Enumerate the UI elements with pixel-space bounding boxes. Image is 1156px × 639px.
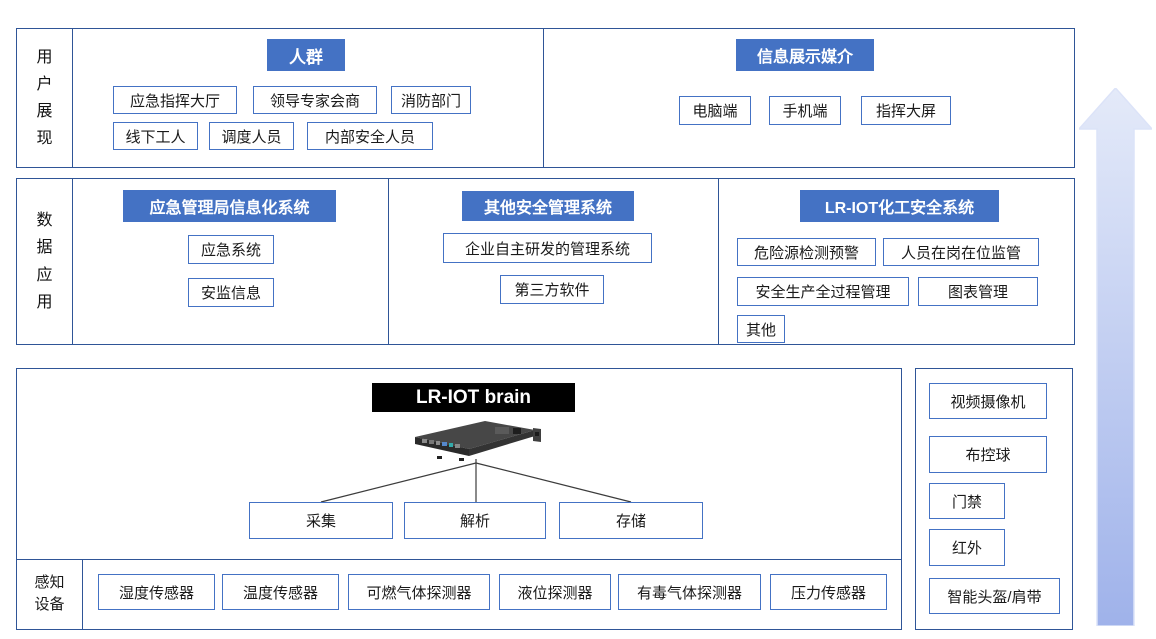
section-user-display: 用户展现 人群 应急指挥大厅 领导专家会商 消防部门 线下工人 调度人员 内部安… [16, 28, 1075, 168]
col2-header: 其他安全管理系统 [462, 191, 634, 221]
server-image-icon [415, 421, 541, 461]
node-offline-workers: 线下工人 [113, 122, 198, 150]
section-label-text: 用户展现 [36, 48, 53, 148]
connector-lines [320, 459, 632, 503]
node-temperature-sensor: 温度传感器 [222, 574, 339, 610]
node-pc-client: 电脑端 [679, 96, 751, 125]
node-command-big-screen: 指挥大屏 [861, 96, 951, 125]
node-internal-safety-staff: 内部安全人员 [307, 122, 433, 150]
section-devices: 视频摄像机 布控球 门禁 红外 智能头盔/肩带 [915, 368, 1073, 630]
node-surveillance-ball: 布控球 [929, 436, 1047, 473]
sensing-devices-label: 感知设备 [17, 559, 83, 629]
node-chart-management: 图表管理 [918, 277, 1038, 306]
node-store: 存储 [559, 502, 703, 539]
node-third-party-software: 第三方软件 [500, 275, 604, 304]
section-label-text: 数据应用 [36, 212, 53, 311]
node-emergency-system: 应急系统 [188, 235, 274, 264]
node-emergency-command-hall: 应急指挥大厅 [113, 86, 237, 114]
brain-title: LR-IOT brain [372, 383, 575, 412]
divider-col1-col2 [388, 179, 389, 344]
node-personnel-on-duty-monitor: 人员在岗在位监管 [883, 238, 1039, 266]
node-mobile-client: 手机端 [769, 96, 841, 125]
col1-header: 应急管理局信息化系统 [123, 190, 336, 222]
node-liquid-level-detector: 液位探测器 [499, 574, 611, 610]
section-label-user-display: 用户展现 [17, 29, 73, 167]
node-video-camera: 视频摄像机 [929, 383, 1047, 419]
node-infrared: 红外 [929, 529, 1005, 566]
node-other: 其他 [737, 315, 785, 343]
node-pressure-sensor: 压力传感器 [770, 574, 887, 610]
node-dispatchers: 调度人员 [209, 122, 294, 150]
col3-header: LR-IOT化工安全系统 [800, 190, 999, 222]
node-smart-helmet-shoulder: 智能头盔/肩带 [929, 578, 1060, 614]
divider-col2-col3 [718, 179, 719, 344]
sensing-devices-label-text: 感知设备 [34, 574, 65, 613]
node-collect: 采集 [249, 502, 393, 539]
node-parse: 解析 [404, 502, 546, 539]
divider-crowd-media [543, 29, 544, 167]
node-toxic-gas-detector: 有毒气体探测器 [618, 574, 761, 610]
media-header: 信息展示媒介 [736, 39, 874, 71]
node-leader-expert-consult: 领导专家会商 [253, 86, 377, 114]
node-production-process-management: 安全生产全过程管理 [737, 277, 909, 306]
node-fire-department: 消防部门 [391, 86, 471, 114]
node-access-control: 门禁 [929, 483, 1005, 519]
section-brain: LR-IOT brain 采集 解析 存储 [16, 368, 902, 630]
node-safety-supervision-info: 安监信息 [188, 278, 274, 307]
node-combustible-gas-detector: 可燃气体探测器 [348, 574, 490, 610]
section-data-application: 数据应用 应急管理局信息化系统 应急系统 安监信息 其他安全管理系统 企业自主研… [16, 178, 1075, 345]
node-self-developed-system: 企业自主研发的管理系统 [443, 233, 652, 263]
up-arrow-icon [1079, 88, 1152, 626]
section-label-data-application: 数据应用 [17, 179, 73, 344]
divider-sensing-row [17, 559, 901, 560]
crowd-header: 人群 [267, 39, 345, 71]
node-hazard-detection-warning: 危险源检测预警 [737, 238, 876, 266]
node-humidity-sensor: 湿度传感器 [98, 574, 215, 610]
